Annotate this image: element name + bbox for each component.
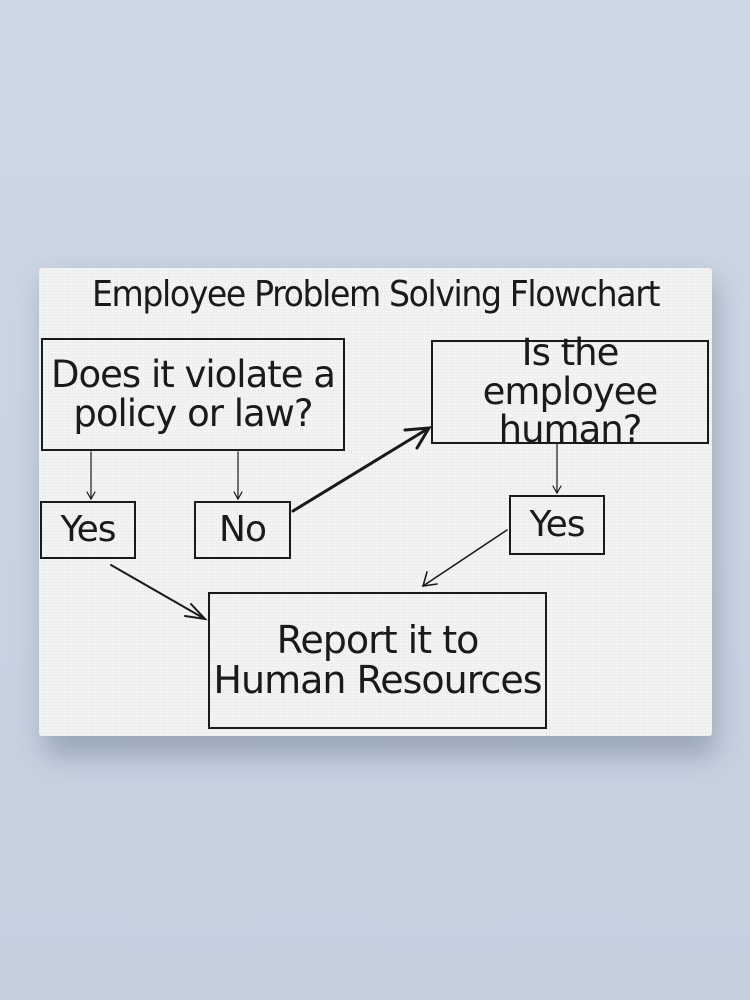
arrow-q1-to-no bbox=[233, 451, 243, 501]
result-line-2: Human Resources bbox=[213, 657, 542, 702]
flowchart-canvas-print: Employee Problem Solving Flowchart Does … bbox=[39, 268, 712, 736]
arrow-q1-to-yes bbox=[86, 451, 96, 501]
question-2-line-1: Is the employee bbox=[482, 330, 659, 413]
arrow-yes2-to-result bbox=[421, 529, 508, 587]
arrow-yes1-to-result bbox=[110, 564, 208, 621]
question-violate-policy-box: Does it violate a policy or law? bbox=[41, 338, 345, 451]
question-2-line-2: human? bbox=[498, 408, 643, 452]
answer-no-box: No bbox=[194, 501, 291, 559]
question-employee-human-box: Is the employee human? bbox=[431, 333, 709, 449]
arrow-q2-to-yes bbox=[552, 443, 562, 495]
result-line-1: Report it to bbox=[276, 617, 480, 662]
answer-yes-2-box: Yes bbox=[509, 495, 605, 555]
question-1-line-1: Does it violate a bbox=[51, 352, 336, 396]
result-report-hr-box: Report it to Human Resources bbox=[208, 592, 547, 729]
answer-yes-1-box: Yes bbox=[40, 501, 136, 559]
question-1-line-2: policy or law? bbox=[73, 391, 313, 435]
flowchart-title: Employee Problem Solving Flowchart bbox=[91, 274, 661, 315]
